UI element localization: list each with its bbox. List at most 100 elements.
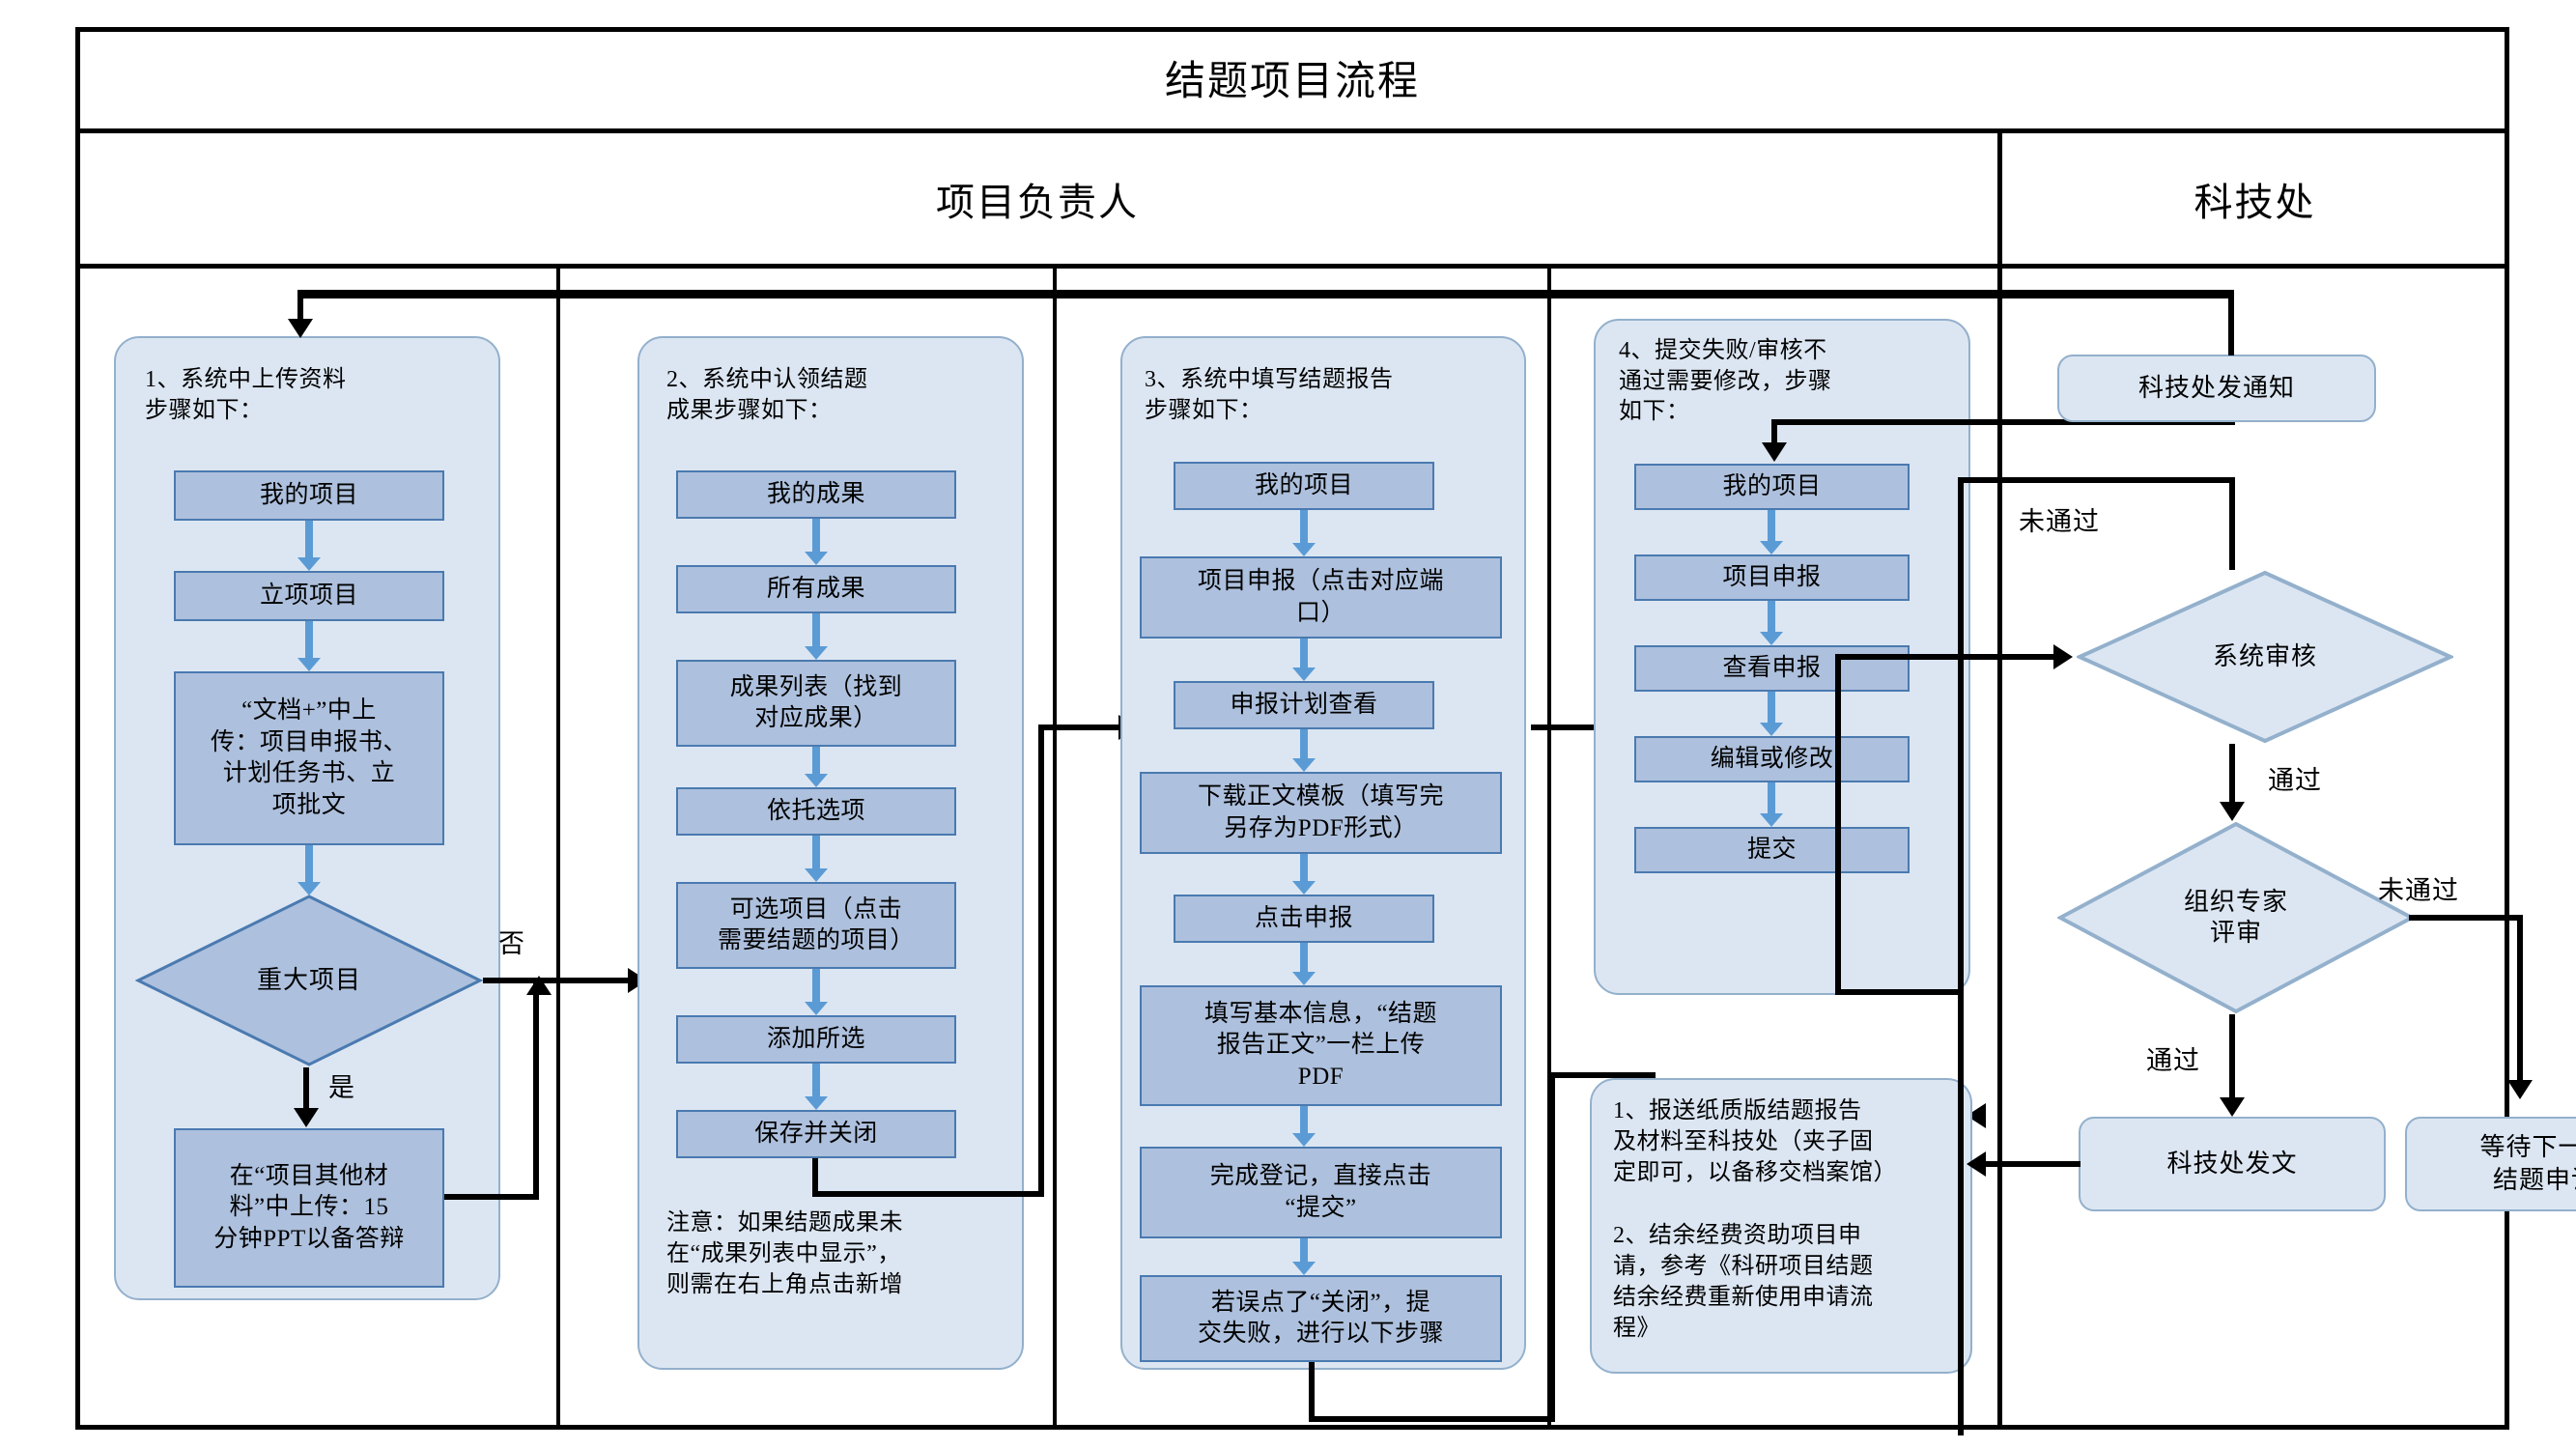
col2-step-5[interactable]: 可选项目（点击 需要结题的项目） — [676, 882, 956, 969]
col4-heading: 4、提交失败/审核不 通过需要修改，步骤 如下： — [1619, 338, 1832, 425]
col2-step-3[interactable]: 成果列表（找到 对应成果） — [676, 660, 956, 747]
col2-to-col3-v — [812, 1158, 818, 1197]
system-review-label: 系统审核 — [2212, 641, 2317, 670]
col3-bottom-h — [1309, 1416, 1555, 1422]
column-separator-3 — [1547, 264, 1551, 1430]
office-issue-doc-box[interactable]: 科技处发文 — [2079, 1117, 2386, 1211]
col2-to-col3-h1 — [812, 1191, 1044, 1197]
col3-step-5[interactable]: 点击申报 — [1174, 895, 1434, 943]
exp-fail-v — [2517, 915, 2523, 1084]
col1-loop-v — [533, 983, 539, 1200]
col3-bottom-v — [1309, 1362, 1315, 1422]
col2-step-6[interactable]: 添加所选 — [676, 1015, 956, 1064]
col1-heading: 1、系统中上传资料 步骤如下： — [145, 367, 347, 423]
col1-step-1[interactable]: 我的项目 — [174, 470, 444, 521]
col4-step-1[interactable]: 我的项目 — [1634, 464, 1910, 510]
col1-decision-major-project[interactable]: 重大项目 — [135, 894, 483, 1067]
col2-step-2[interactable]: 所有成果 — [676, 565, 956, 613]
diagram-outer-frame — [75, 27, 2509, 1430]
col2-step-7[interactable]: 保存并关闭 — [676, 1110, 956, 1158]
group-box-col4-followup — [1590, 1078, 1972, 1374]
col4-in-v — [1771, 419, 1777, 446]
col2-arrow-2 — [803, 613, 830, 660]
col3-arrow-7 — [1290, 1238, 1317, 1275]
col3-bottom-v2 — [1549, 1072, 1555, 1422]
col1-arrow-1 — [296, 521, 323, 571]
notice-out-h — [297, 290, 2234, 298]
col3-step-4[interactable]: 下载正文模板（填写完 另存为PDF形式） — [1140, 772, 1502, 854]
issue-doc-out-h — [1972, 1161, 2081, 1167]
to-sys-review-arrowhead — [2053, 644, 2073, 669]
col3-step-6[interactable]: 填写基本信息，“结题 报告正文”一栏上传 PDF — [1140, 985, 1502, 1106]
column-separator-1 — [556, 264, 560, 1430]
sys-pass-v — [2229, 744, 2235, 808]
notice-out-v2 — [297, 290, 303, 330]
col1-arrow-3 — [296, 845, 323, 895]
col2-to-col3-v2 — [1038, 724, 1044, 1197]
sys-fail-top-v — [2229, 477, 2235, 570]
office-notice-box[interactable]: 科技处发通知 — [2057, 355, 2376, 422]
sys-fail-rail-bottom-h — [1835, 989, 1964, 995]
col1-no-label: 否 — [498, 929, 525, 958]
page-title: 结题项目流程 — [1164, 60, 1420, 104]
col2-heading: 2、系统中认领结题 成果步骤如下： — [666, 367, 868, 423]
col2-step-4[interactable]: 依托选项 — [676, 787, 956, 836]
col1-yes-arrowhead — [294, 1108, 319, 1127]
expert-review-decision[interactable]: 组织专家 评审 — [2057, 821, 2415, 1014]
system-review-decision[interactable]: 系统审核 — [2077, 570, 2453, 744]
sys-fail-rail-v — [1958, 477, 1964, 1435]
col3-step-2[interactable]: 项目申报（点击对应端 口） — [1140, 556, 1502, 639]
col2-arrow-6 — [803, 1064, 830, 1110]
col3-step-3[interactable]: 申报计划查看 — [1174, 681, 1434, 729]
wait-next-batch-box[interactable]: 等待下一批 结题申请 — [2405, 1117, 2576, 1211]
col3-arrow-5 — [1290, 943, 1317, 985]
col3-heading: 3、系统中填写结题报告 步骤如下： — [1145, 367, 1394, 423]
lane-header-office: 科技处 — [2194, 180, 2316, 224]
col3-arrow-2 — [1290, 639, 1317, 681]
col3-arrow-1 — [1290, 510, 1317, 556]
col1-loop-h — [444, 1194, 539, 1200]
col1-step-4[interactable]: 在“项目其他材 料”中上传：15 分钟PPT以备答辩 — [174, 1128, 444, 1288]
col4-step-4[interactable]: 编辑或修改 — [1634, 736, 1910, 782]
col4-arrow-4 — [1758, 782, 1785, 827]
col1-step-3[interactable]: “文档+”中上 传：项目申报书、 计划任务书、立 项批文 — [174, 671, 444, 845]
exp-pass-arrowhead — [2220, 1097, 2245, 1117]
lane-separator — [1997, 128, 2002, 1430]
col3-arrow-6 — [1290, 1106, 1317, 1147]
to-sys-review-v — [1835, 654, 1841, 995]
col3-arrow-3 — [1290, 729, 1317, 772]
col3-step-1[interactable]: 我的项目 — [1174, 462, 1434, 510]
exp-fail-h — [2409, 915, 2523, 921]
col4-in-h — [1771, 419, 2235, 425]
col2-to-col3-h2 — [1038, 724, 1125, 730]
col2-arrow-3 — [803, 747, 830, 787]
notice-out-v — [2228, 296, 2234, 355]
col4-step-3[interactable]: 查看申报 — [1634, 645, 1910, 692]
col4-followup-text: 1、报送纸质版结题报告 及材料至科技处（夹子固 定即可，以备移交档案馆） 2、结… — [1613, 1098, 1897, 1342]
col2-arrow-5 — [803, 969, 830, 1015]
col2-step-1[interactable]: 我的成果 — [676, 470, 956, 519]
col4-in-arrowhead — [1762, 442, 1787, 462]
col1-yes-line — [303, 1067, 309, 1111]
exp-pass-v — [2229, 1014, 2235, 1103]
expert-review-pass-label: 通过 — [2146, 1046, 2200, 1075]
col4-arrow-3 — [1758, 692, 1785, 736]
col4-arrow-2 — [1758, 601, 1785, 645]
issue-doc-out-arrowhead — [1967, 1151, 1986, 1177]
col4-step-2[interactable]: 项目申报 — [1634, 554, 1910, 601]
lane-header-owner: 项目负责人 — [936, 180, 1139, 224]
col3-step-8[interactable]: 若误点了“关闭”，提 交失败，进行以下步骤 — [1140, 1275, 1502, 1362]
sys-fail-top-h — [1958, 477, 2235, 483]
col3-step-7[interactable]: 完成登记，直接点击 “提交” — [1140, 1147, 1502, 1238]
to-sys-review-h — [1835, 654, 2057, 660]
notice-out-arrowhead — [288, 319, 313, 338]
col1-yes-label: 是 — [328, 1073, 355, 1102]
expert-review-label: 组织专家 评审 — [2183, 887, 2288, 948]
col1-step-2[interactable]: 立项项目 — [174, 571, 444, 621]
col1-arrow-2 — [296, 621, 323, 671]
sys-pass-arrowhead — [2220, 802, 2245, 821]
col3-arrow-4 — [1290, 854, 1317, 895]
col1-to-col2-line — [539, 978, 636, 983]
col4-step-5[interactable]: 提交 — [1634, 827, 1910, 873]
